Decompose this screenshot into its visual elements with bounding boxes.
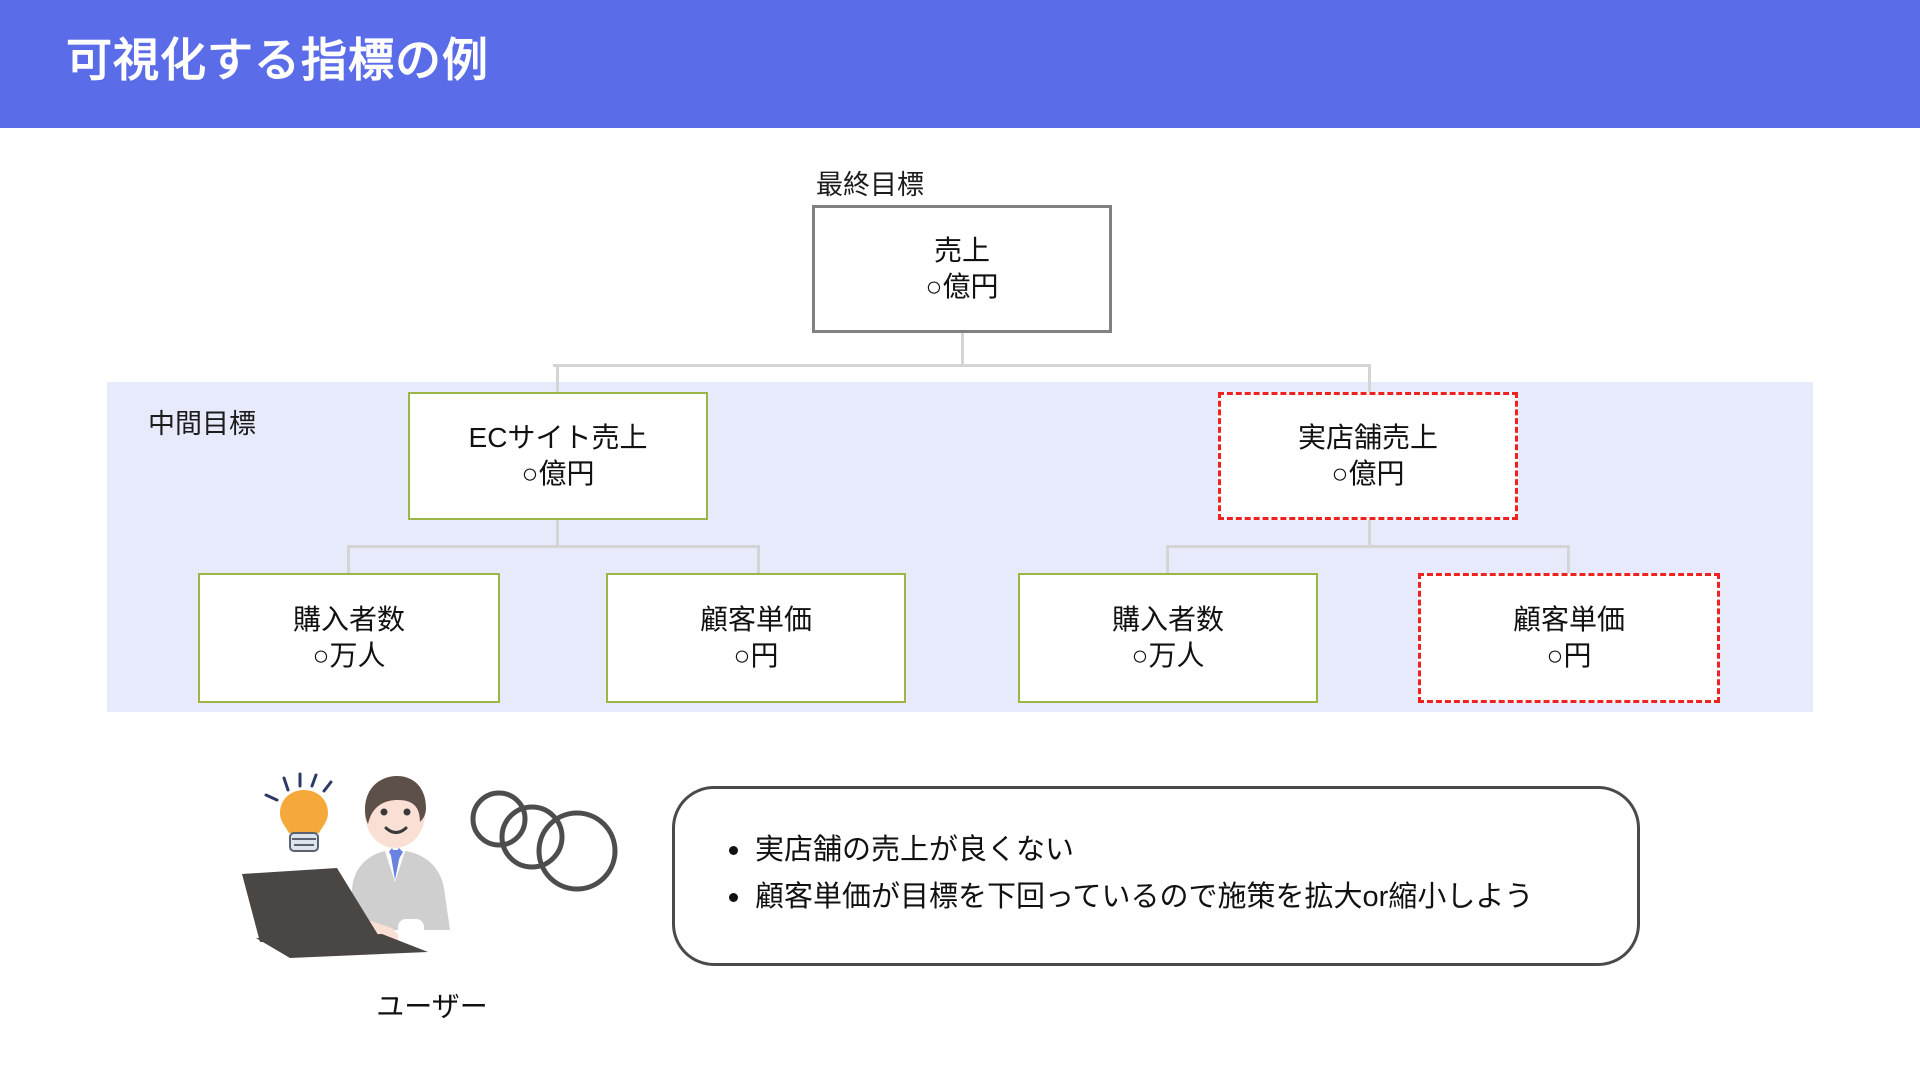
node-store-unit-price[interactable]: 顧客単価 ○円 [1418,573,1720,703]
tier-label-middle: 中間目標 [148,409,256,439]
node-store-sales[interactable]: 実店舗売上 ○億円 [1218,392,1518,520]
tier-label-final: 最終目標 [816,170,924,200]
connector-ec-bus [347,545,760,548]
connector-to-st-buyers [1166,545,1169,575]
connector-sales-down [961,333,964,365]
connector-to-ec-price [757,545,760,575]
node-ec-sales[interactable]: ECサイト売上 ○億円 [408,392,708,520]
node-store-unit-price-value: ○円 [1546,640,1592,671]
node-ec-buyers-title: 購入者数 [292,604,405,636]
page-title: 可視化する指標の例 [66,34,489,86]
node-store-unit-price-title: 顧客単価 [1512,604,1625,636]
user-illustration-caption: ユーザー [376,991,488,1022]
node-ec-buyers[interactable]: 購入者数 ○万人 [198,573,500,703]
node-ec-sales-value: ○億円 [521,458,595,489]
connector-to-ec [556,364,559,394]
insight-bullet-list: 実店舗の売上が良くない 顧客単価が目標を下回っているので施策を拡大or縮小しよう [675,789,1637,921]
node-ec-unit-price[interactable]: 顧客単価 ○円 [606,573,906,703]
node-ec-buyers-value: ○万人 [312,640,386,671]
lightbulb-icon [264,772,333,852]
laptop-icon [242,868,428,958]
connector-tier1-bus [553,364,1371,367]
node-ec-sales-title: ECサイト売上 [468,422,648,454]
node-sales-value: ○億円 [925,271,999,302]
connector-store-bus [1166,545,1570,548]
connector-store-down [1368,520,1371,546]
connector-to-ec-buyers [347,545,350,575]
connector-to-st-price [1567,545,1570,575]
node-store-buyers-title: 購入者数 [1111,604,1224,636]
node-ec-unit-price-value: ○円 [733,640,779,671]
node-ec-unit-price-title: 顧客単価 [699,604,812,636]
node-store-buyers[interactable]: 購入者数 ○万人 [1018,573,1318,703]
thought-bubbles-icon [470,790,618,892]
list-item: 顧客単価が目標を下回っているので施策を拡大or縮小しよう [727,874,1637,921]
slide-header-banner: 可視化する指標の例 [0,0,1920,128]
list-item: 実店舗の売上が良くない [727,827,1637,874]
node-sales-title: 売上 [933,235,990,267]
node-store-sales-title: 実店舗売上 [1297,422,1438,454]
connector-to-store [1368,364,1371,394]
node-store-sales-value: ○億円 [1331,458,1405,489]
insight-callout: 実店舗の売上が良くない 顧客単価が目標を下回っているので施策を拡大or縮小しよう [672,786,1640,966]
connector-ec-down [556,520,559,546]
node-sales[interactable]: 売上 ○億円 [812,205,1112,333]
user-illustration [232,762,632,982]
node-store-buyers-value: ○万人 [1131,640,1205,671]
